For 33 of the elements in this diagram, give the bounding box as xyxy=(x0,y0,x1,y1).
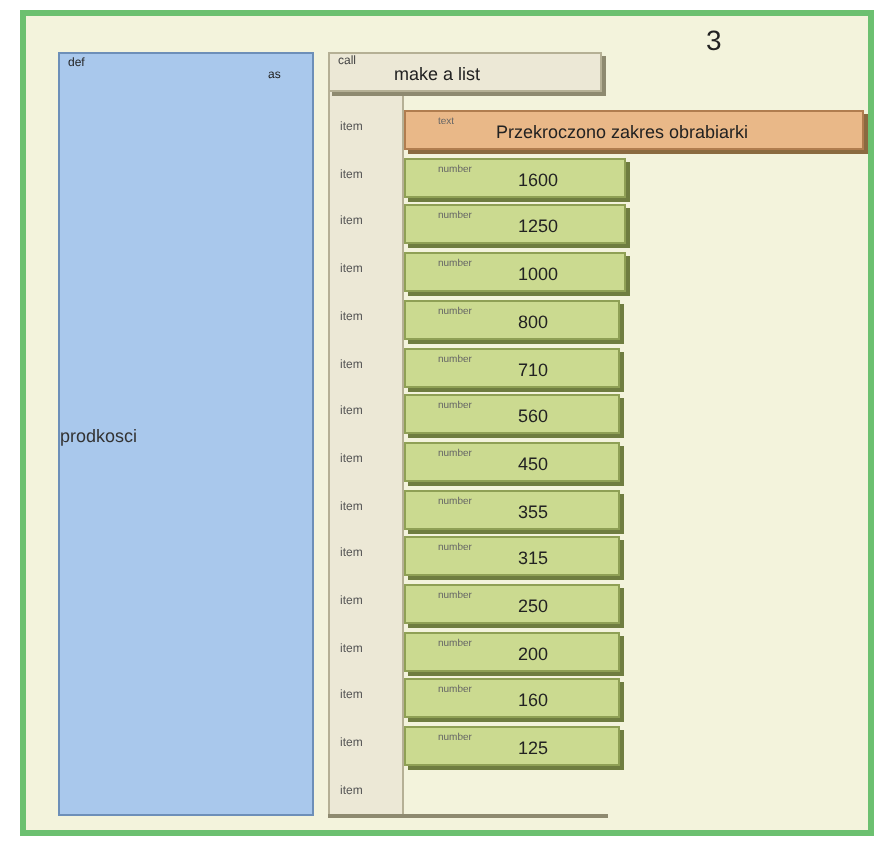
list-socket-column xyxy=(328,92,404,816)
value-text: 450 xyxy=(518,453,549,474)
block-name: prodkosci xyxy=(60,426,138,446)
value-text: 125 xyxy=(518,738,549,759)
number-block xyxy=(404,678,620,719)
number-block xyxy=(404,347,620,387)
value-text: 160 xyxy=(518,690,549,711)
number-block xyxy=(404,631,620,672)
number-block xyxy=(404,204,626,245)
number-block xyxy=(404,299,620,340)
number-block xyxy=(404,157,626,198)
value-text: Przekroczono zakres obrabiarki xyxy=(496,122,749,142)
value-text: 710 xyxy=(518,359,549,379)
number-block xyxy=(404,441,620,482)
number-block xyxy=(404,394,620,435)
value-text: 1250 xyxy=(518,216,559,237)
number-block xyxy=(404,489,620,530)
number-block xyxy=(404,726,620,767)
value-text: 200 xyxy=(518,643,549,664)
value-text: 315 xyxy=(518,548,549,569)
value-text: 1000 xyxy=(518,264,559,285)
definition-block xyxy=(58,52,314,816)
block-name: make a list xyxy=(394,64,481,84)
page-number: 3 xyxy=(706,24,722,56)
number-block xyxy=(404,584,620,624)
number-block xyxy=(404,536,620,577)
value-text: 355 xyxy=(518,501,549,522)
value-text: 1600 xyxy=(518,169,559,190)
value-text: 800 xyxy=(518,311,549,332)
value-text: 250 xyxy=(518,596,549,616)
value-text: 560 xyxy=(518,406,549,427)
text-block xyxy=(404,110,864,150)
number-block xyxy=(404,252,626,293)
